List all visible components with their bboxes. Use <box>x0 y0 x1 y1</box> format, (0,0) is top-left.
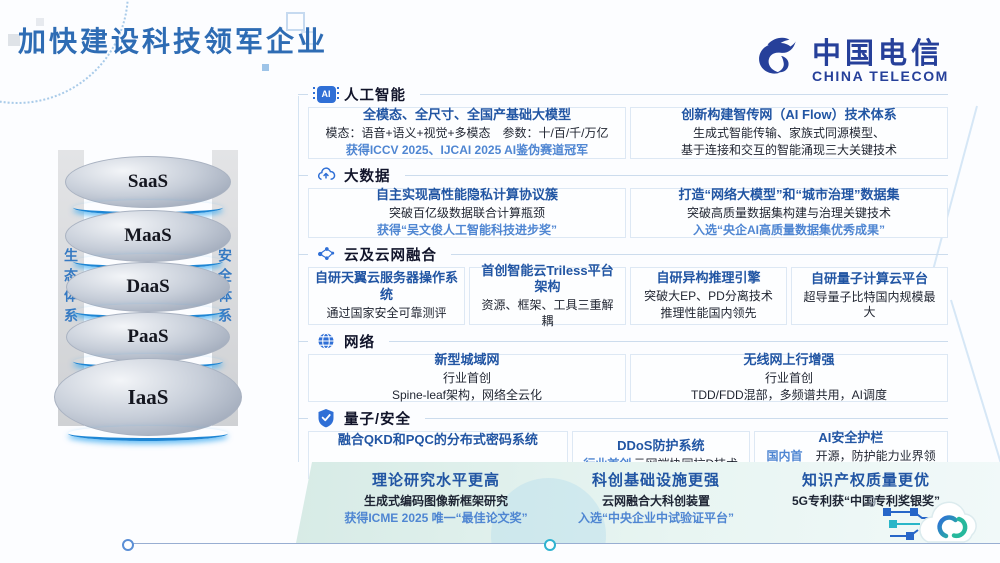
metro-network-cell: 新型城域网 行业首创 Spine-leaf架构，网络全云化 <box>308 351 626 403</box>
inference-engine-cell: 自研异构推理引擎 突破大EP、PD分离技术 推理性能国内领先 <box>630 267 787 325</box>
highlight-heading: 知识产权质量更优 <box>801 472 930 489</box>
connector-stub <box>298 174 308 176</box>
quantum-cloud-cell: 自研量子计算云平台 超导量子比特国内规模最大 <box>791 267 948 325</box>
cell-body: 生成式智能传输、家族式同源模型、 <box>692 125 885 140</box>
glow-separator <box>68 426 228 441</box>
cell-award: 获得“吴文俊人工智能科技进步奖” <box>376 223 557 238</box>
cell-heading: 自主实现高性能隐私计算协议簇 <box>375 186 558 202</box>
section-rule <box>420 93 948 95</box>
cell-body: 行业首创 <box>764 370 813 385</box>
achievement-band: 理论研究水平更高 生成式编码图像新框架研究 获得ICME 2025 唯一“最佳论… <box>296 462 1000 543</box>
wireless-uplink-cell: 无线网上行增强 行业首创 TDD/FDD混部，多频谱共用，AI调度 <box>630 351 948 403</box>
cell-heading: 自研量子计算云平台 <box>810 270 928 286</box>
cell-body: 通过国家安全可靠测评 <box>326 306 447 321</box>
section-cloud-network: 云及云网融合 自研天翼云服务器操作系统 通过国家安全可靠测评 首创智能云Tril… <box>298 244 948 328</box>
cloud-os-cell: 自研天翼云服务器操作系统 通过国家安全可靠测评 <box>308 267 465 325</box>
ai-models-cell: 全模态、全尺寸、全国产基础大模型 模态：语音+语义+视觉+多模态 参数：十/百/… <box>308 107 626 159</box>
cell-heading: 创新构建智传网（AI Flow）技术体系 <box>681 106 897 122</box>
square-gray-decoration <box>36 18 44 26</box>
square-outline-decoration <box>301 31 315 45</box>
cell-heading: 新型城域网 <box>434 351 500 367</box>
highlight-theory: 理论研究水平更高 生成式编码图像新框架研究 获得ICME 2025 唯一“最佳论… <box>296 469 576 527</box>
cell-body: 基于连接和交互的智能涌现三大关键技术 <box>680 143 897 158</box>
section-rule <box>404 174 948 176</box>
section-title: 大数据 <box>344 168 391 185</box>
highlight-ip: 知识产权质量更优 5G专利获“中国专利奖银奖” <box>751 469 981 509</box>
cloud-circuit-icon <box>880 490 995 554</box>
section-ai: AI 人工智能 全模态、全尺寸、全国产基础大模型 模态：语音+语义+视觉+多模态… <box>298 84 948 159</box>
cloud-stack-diagram: 生态体系 安全体系 SaaS MaaS DaaS PaaS IaaS <box>36 140 260 441</box>
cell-body: 推理性能国内领先 <box>660 306 757 321</box>
footer-node-circle <box>544 539 556 551</box>
ai-flow-cell: 创新构建智传网（AI Flow）技术体系 生成式智能传输、家族式同源模型、 基于… <box>630 107 948 159</box>
capability-sections-panel: AI 人工智能 全模态、全尺寸、全国产基础大模型 模态：语音+语义+视觉+多模态… <box>298 84 948 485</box>
connector-line <box>298 96 299 462</box>
square-outline-decoration <box>286 12 305 31</box>
footer-rule <box>127 543 1000 544</box>
section-rule <box>425 417 948 419</box>
logo-chinese-name: 中国电信 <box>812 37 945 70</box>
connector-stub <box>298 417 308 419</box>
section-title: 网络 <box>344 334 375 351</box>
cell-heading: 自研天翼云服务器操作系统 <box>315 270 459 303</box>
connector-stub <box>298 340 308 342</box>
highlight-body: 生成式编码图像新框架研究 <box>363 494 508 508</box>
highlight-award: 获得ICME 2025 唯一“最佳论文奖” <box>344 511 528 525</box>
highlight-award: 入选“中央企业中试验证平台” <box>577 511 734 525</box>
page-title: 加快建设科技领军企业 <box>18 27 329 58</box>
cloud-upload-icon <box>316 165 336 185</box>
section-network: 网络 新型城域网 行业首创 Spine-leaf架构，网络全云化 无线网上行增强… <box>298 331 948 403</box>
dataset-cell: 打造“网络大模型”和“城市治理”数据集 突破高质量数据集构建与治理关键技术 入选… <box>630 186 948 238</box>
cell-heading: AI安全护栏 <box>818 429 884 445</box>
square-gray-decoration <box>8 34 20 46</box>
layer-iaas: IaaS <box>54 358 242 436</box>
cell-body: 模态：语音+语义+视觉+多模态 参数：十/百/千/万亿 <box>325 125 609 140</box>
highlight-heading: 科创基础设施更强 <box>591 472 720 489</box>
highlight-body: 云网融合大科创装置 <box>601 494 710 508</box>
section-title: 人工智能 <box>344 87 406 104</box>
cell-heading: 无线网上行增强 <box>743 351 835 367</box>
ai-chip-icon: AI <box>316 84 336 104</box>
triless-cell: 首创智能云Triless平台架构 资源、框架、工具三重解耦 <box>469 263 626 328</box>
highlight-heading: 理论研究水平更高 <box>371 472 500 489</box>
cell-award: 获得ICCV 2025、IJCAI 2025 AI鉴伪赛道冠军 <box>345 143 589 158</box>
cell-body: Spine-leaf架构，网络全云化 <box>391 388 543 403</box>
highlight-body: 5G专利获“中国专利奖银奖” <box>791 494 940 508</box>
privacy-computing-cell: 自主实现高性能隐私计算协议簇 突破百亿级数据联合计算瓶颈 获得“吴文俊人工智能科… <box>308 186 626 238</box>
section-rule <box>451 253 948 255</box>
logo-english-name: CHINA TELECOM <box>812 68 949 85</box>
section-rule <box>389 340 948 342</box>
cell-body: 超导量子比特国内规模最大 <box>803 289 936 320</box>
cell-body: 行业首创 <box>442 370 491 385</box>
connector-stub <box>298 93 308 95</box>
cell-heading: 首创智能云Triless平台架构 <box>481 262 614 295</box>
section-bigdata: 大数据 自主实现高性能隐私计算协议簇 突破百亿级数据联合计算瓶颈 获得“吴文俊人… <box>298 165 948 238</box>
china-telecom-swirl-icon <box>752 32 804 91</box>
highlight-infrastructure: 科创基础设施更强 云网融合大科创装置 入选“中央企业中试验证平台” <box>546 469 766 527</box>
cell-heading: 自研异构推理引擎 <box>656 269 761 285</box>
shield-check-icon <box>316 408 336 428</box>
cell-heading: DDoS防护系统 <box>617 437 705 453</box>
section-title: 量子/安全 <box>344 411 412 428</box>
china-telecom-logo: 中国电信 CHINA TELECOM <box>752 32 949 91</box>
section-title: 云及云网融合 <box>344 247 437 264</box>
chevron-line-decoration <box>950 299 1000 471</box>
connector-stub <box>298 253 308 255</box>
cell-heading: 全模态、全尺寸、全国产基础大模型 <box>362 106 571 122</box>
cell-heading: 融合QKD和PQC的分布式密码系统 <box>337 431 538 447</box>
cell-body: 资源、框架、工具三重解耦 <box>481 298 614 328</box>
square-blue-decoration <box>262 64 269 71</box>
cell-body: 突破百亿级数据联合计算瓶颈 <box>388 205 545 220</box>
page-number: 9 <box>868 494 877 511</box>
cell-body: TDD/FDD混部，多频谱共用，AI调度 <box>691 388 887 403</box>
cell-body: 突破高质量数据集构建与治理关键技术 <box>686 205 891 220</box>
cell-award: 入选“央企AI高质量数据集优秀成果” <box>692 223 885 238</box>
globe-icon <box>316 331 336 351</box>
cell-heading: 打造“网络大模型”和“城市治理”数据集 <box>678 186 900 202</box>
footer-node-circle <box>122 539 134 551</box>
cloud-network-icon <box>316 244 336 264</box>
cell-body: 突破大EP、PD分离技术 <box>644 288 773 303</box>
